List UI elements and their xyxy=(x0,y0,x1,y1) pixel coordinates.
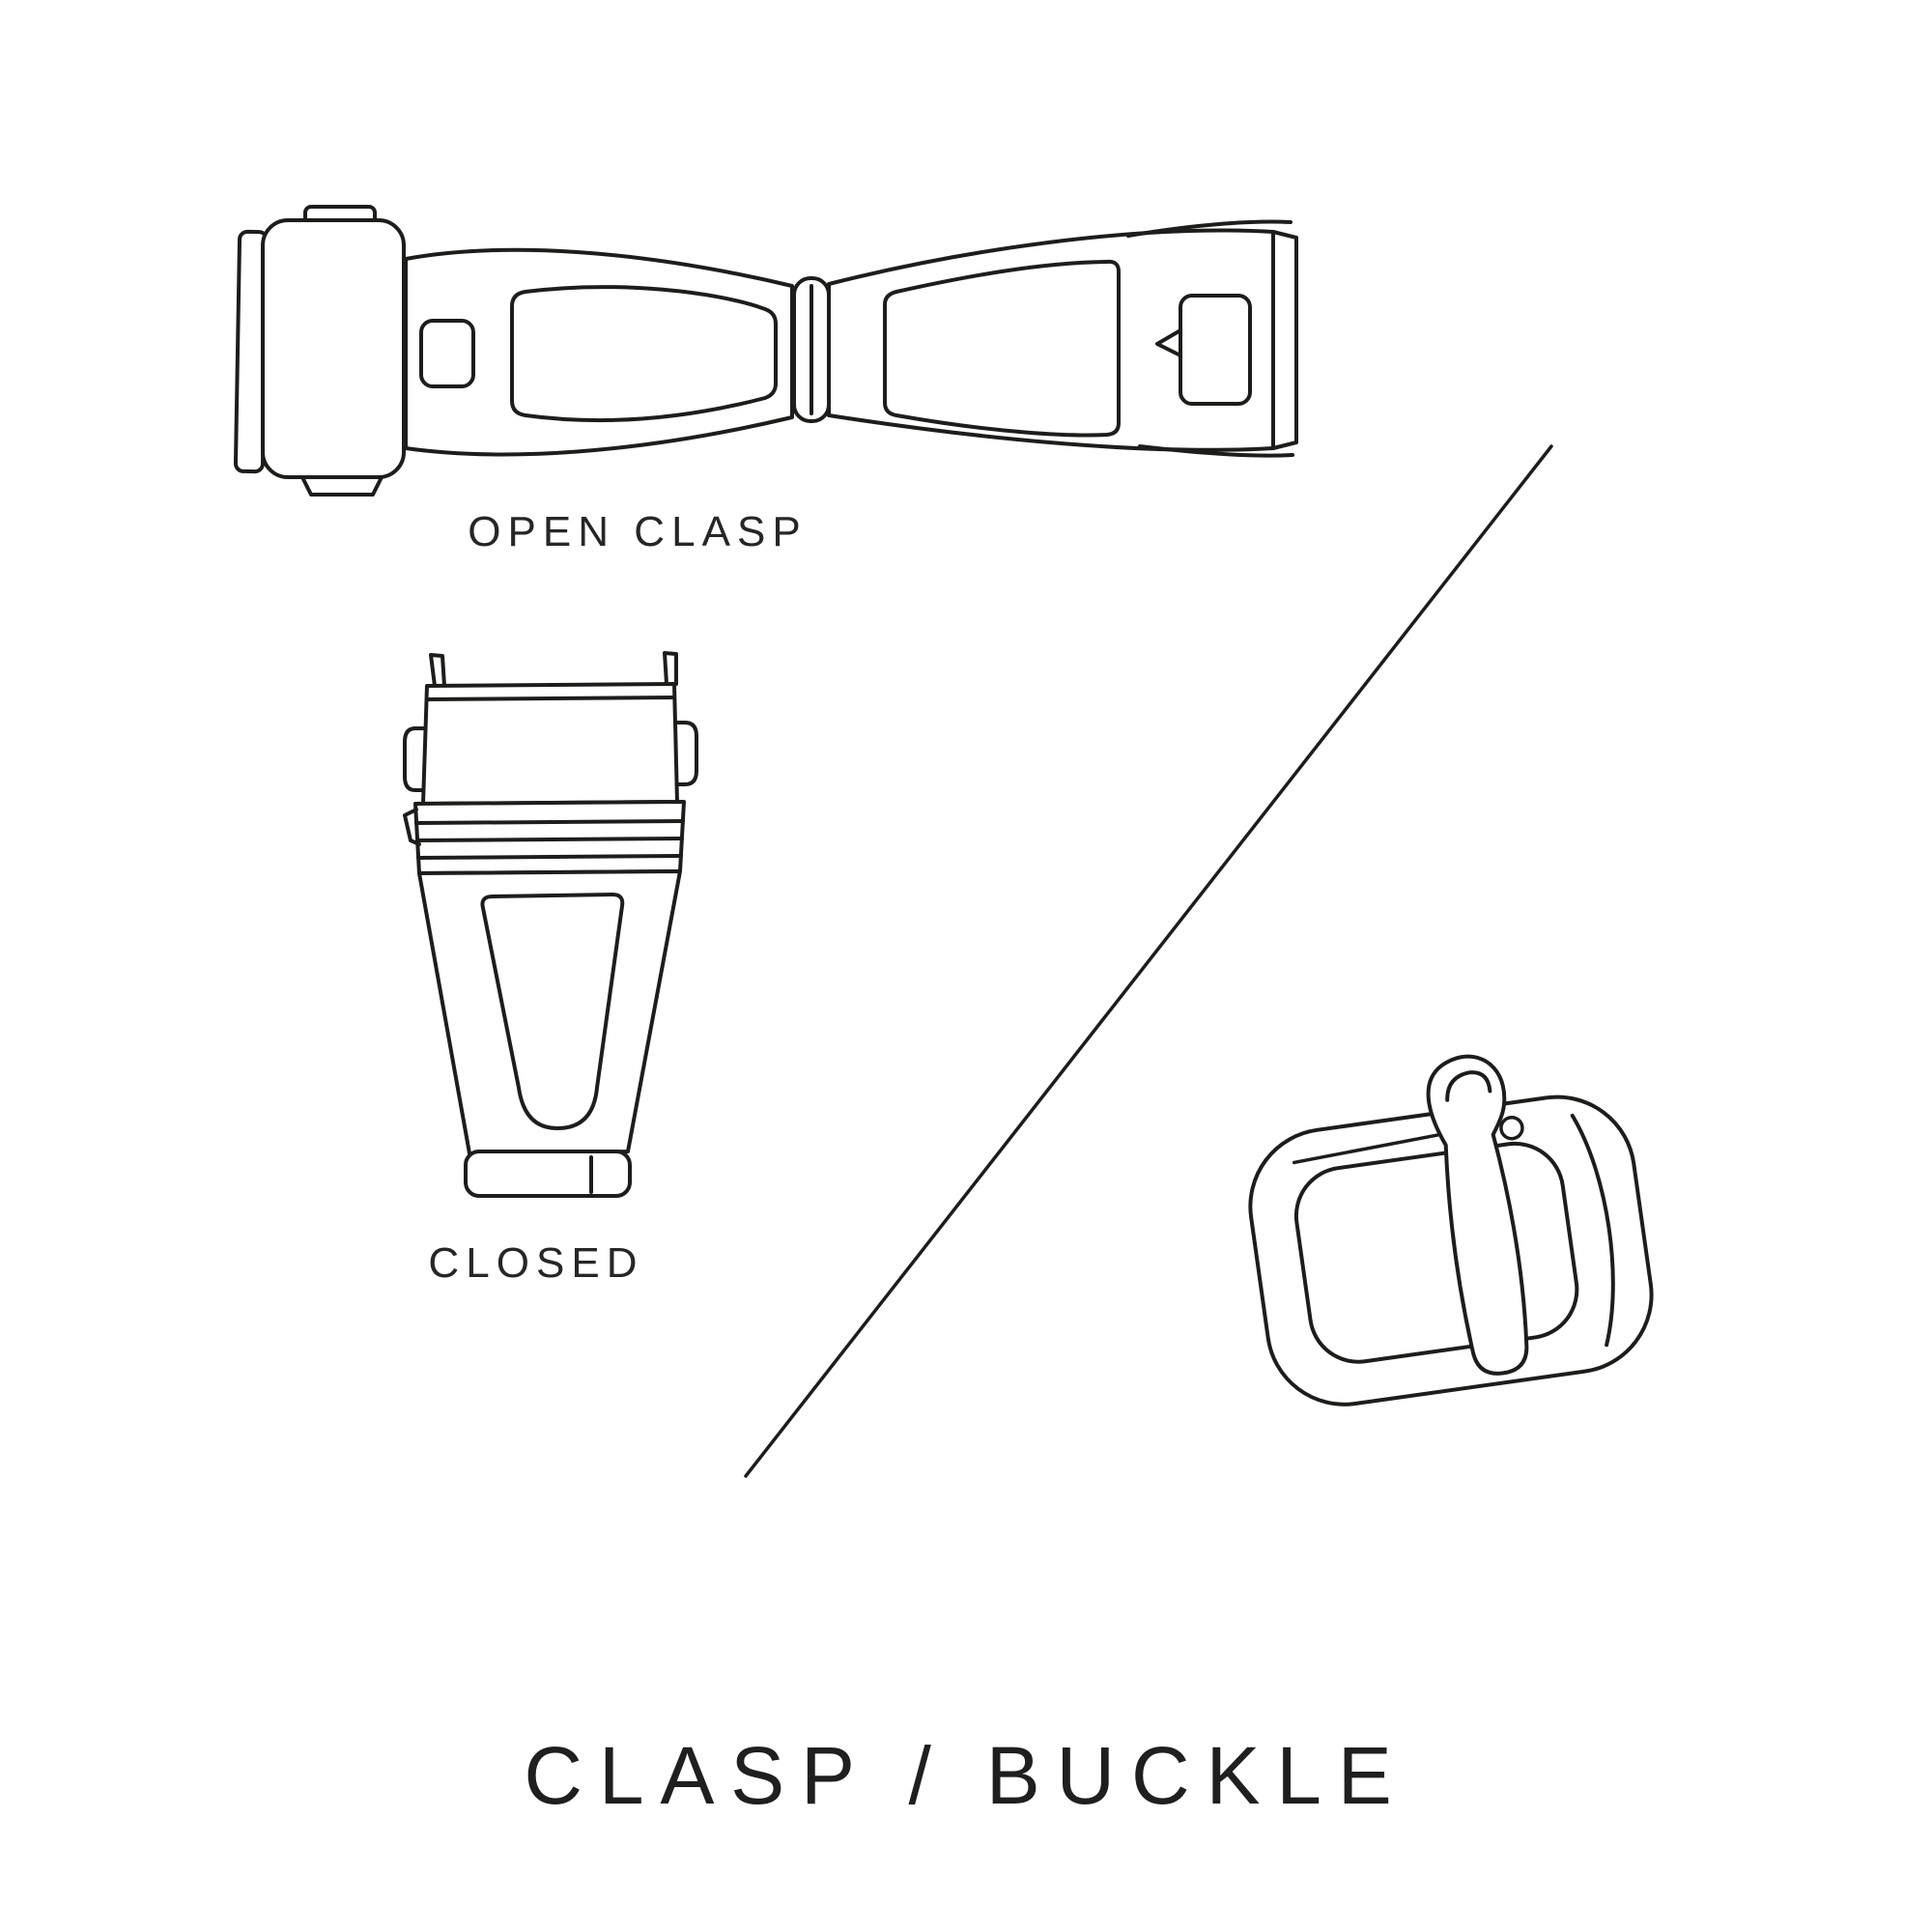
clasp-left-arm-cutout xyxy=(510,285,778,423)
closed-prong-left xyxy=(429,653,446,688)
buckle-pin xyxy=(1426,1054,1529,1376)
pin-buckle-illustration xyxy=(1248,1054,1654,1406)
diagram-title: CLASP / BUCKLE xyxy=(524,1730,1408,1821)
closed-body-cutout xyxy=(480,893,625,1130)
diagonal-divider-line xyxy=(744,444,1553,1478)
closed-clasp-illustration xyxy=(403,651,698,1198)
closed-label: CLOSED xyxy=(428,1239,644,1287)
clasp-release-notch xyxy=(419,319,475,388)
closed-prong-right xyxy=(663,651,678,686)
clasp-flap xyxy=(261,218,406,479)
buckle-frame-inner xyxy=(1293,1141,1579,1364)
clasp-right-arm-cutout xyxy=(883,259,1121,438)
clasp-left-arm xyxy=(404,247,794,457)
closed-base xyxy=(464,1150,632,1198)
clasp-keeper xyxy=(1179,294,1252,406)
buckle-rolled-edge xyxy=(1570,1113,1615,1348)
closed-band-tab xyxy=(403,808,421,846)
clasp-edge-line-top xyxy=(1126,219,1293,238)
closed-body xyxy=(417,869,682,1155)
buckle-spring-bar xyxy=(1292,1131,1450,1165)
closed-band-line-3 xyxy=(416,854,683,860)
clasp-edge-line-bottom xyxy=(1138,444,1294,458)
closed-band-line-2 xyxy=(415,837,684,842)
closed-top-box-line xyxy=(425,696,676,701)
buckle-pin-loop-line xyxy=(1445,1070,1492,1102)
buckle-pin-ring xyxy=(1499,1115,1524,1141)
open-clasp-illustration xyxy=(233,205,1298,497)
open-clasp-label: OPEN CLASP xyxy=(468,508,808,555)
closed-top-box xyxy=(421,682,679,806)
clasp-keeper-hook xyxy=(1155,328,1182,357)
closed-band-line-1 xyxy=(414,819,685,825)
clasp-end-cap xyxy=(1271,230,1298,450)
